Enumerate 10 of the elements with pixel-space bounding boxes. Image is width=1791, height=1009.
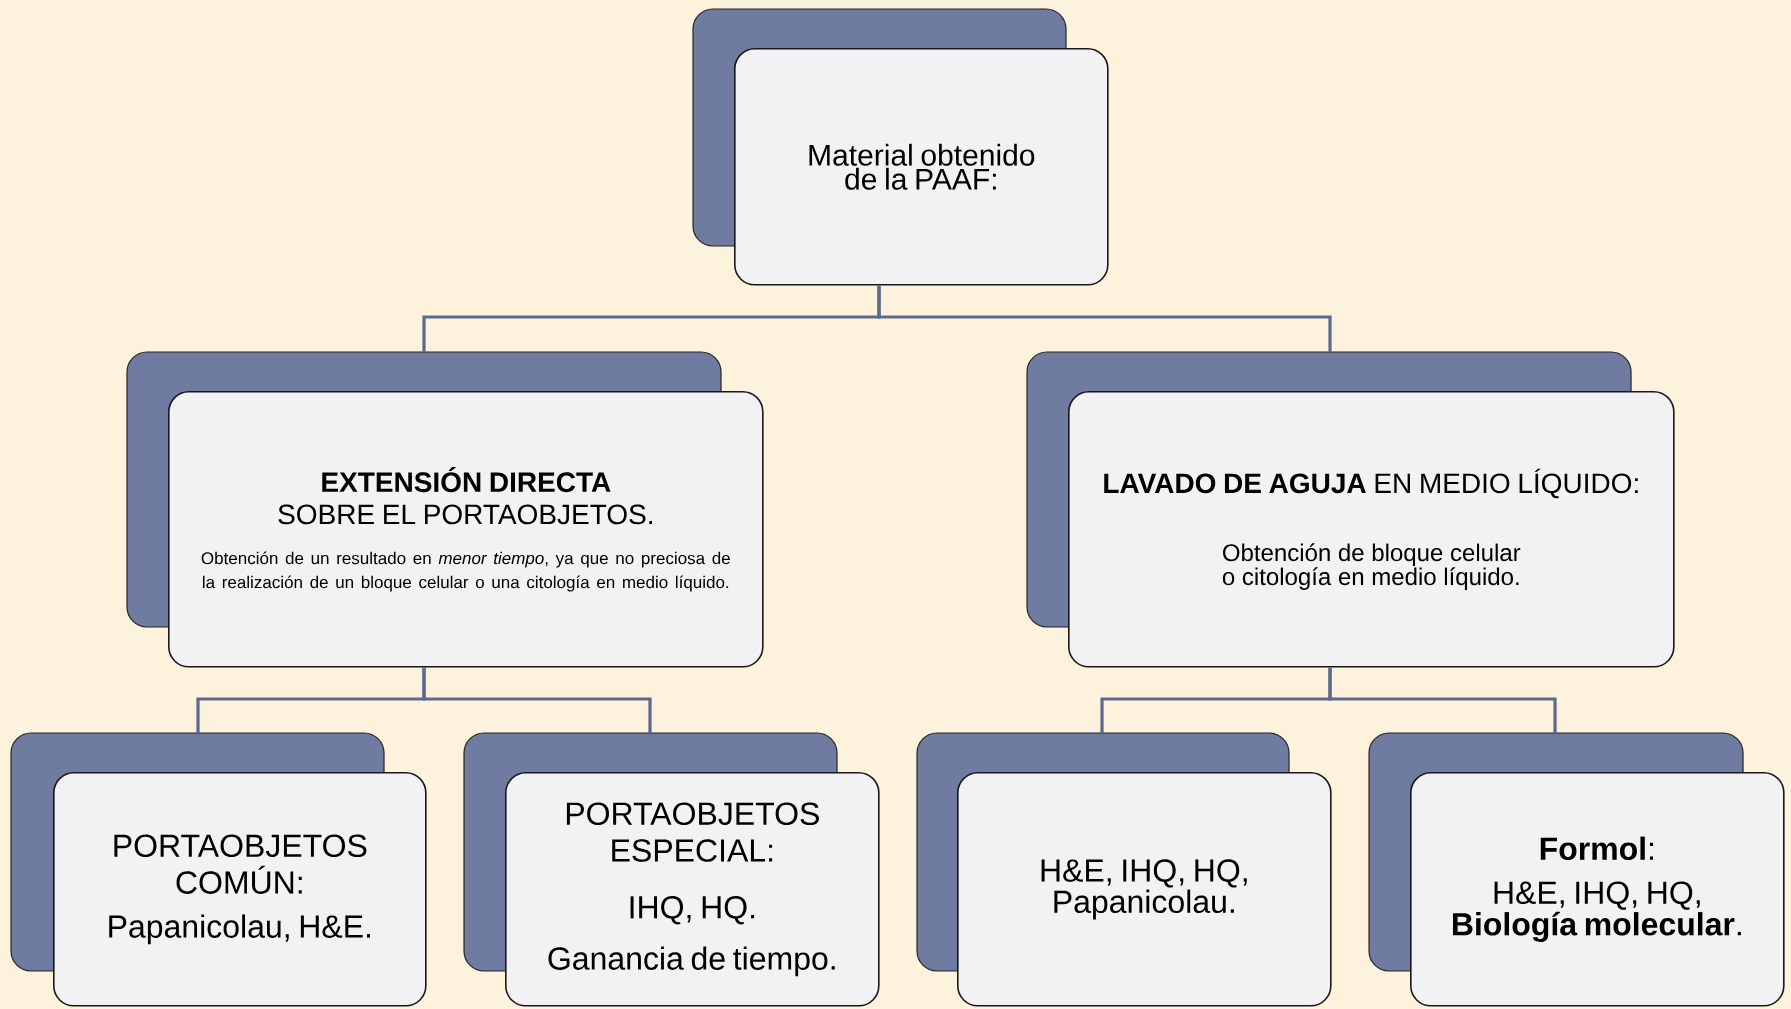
process-box: EXTENSIÓN DIRECTA SOBRE EL PORTAOBJETOS. Obtención de un resultado en menor tiempo, ya que no preciosa de la realización de un bloque celular o una citología en medio líquido. [126,351,764,668]
connector-line [1328,667,1557,733]
process-box: H&E, IHQ, HQ, Papanicolau. [916,732,1332,1007]
connector-line [422,667,652,733]
process-box: PORTAOBJETOS ESPECIAL: IHQ, HQ. Ganancia de tiempo. [463,732,880,1007]
process-box: PORTAOBJETOS COMÚN: Papanicolau, H&E. [10,732,427,1007]
process-box: LAVADO DE AGUJA EN MEDIO LÍQUIDO: Obtención de bloque celular o citología en medio líquido. [1026,351,1675,668]
process-box: Material obtenido de la PAAF: [692,8,1109,286]
connector-line [877,285,1332,352]
process-box: Formol: H&E, IHQ, HQ, Biología molecular. [1368,732,1785,1007]
